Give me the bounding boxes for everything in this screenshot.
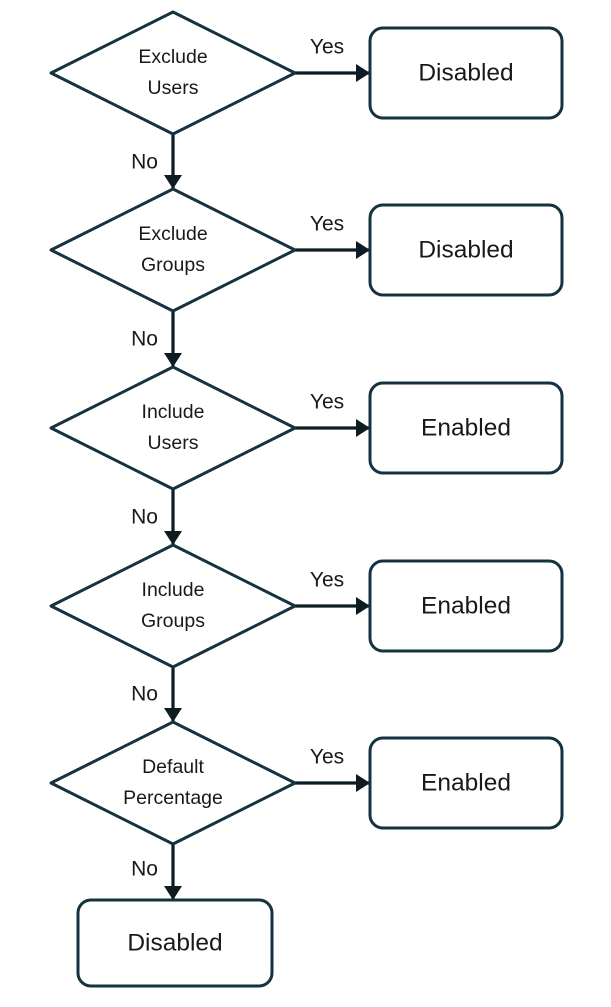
terminal-t4[interactable] [368, 559, 564, 653]
decision-label-exclude-groups-line1: Exclude [138, 223, 207, 245]
connectors-layer [164, 64, 370, 900]
shapes-layer: ExcludeUsersExcludeGroupsIncludeUsersInc… [49, 10, 564, 988]
arrowhead-exclude-users-yes [356, 64, 370, 82]
arrowhead-include-groups-no [164, 708, 182, 722]
terminal-label-t5: Enabled [421, 769, 511, 796]
decision-label-include-groups-line1: Include [142, 579, 205, 601]
arrowhead-default-percentage-no [164, 886, 182, 900]
edge-label-no-3: No [131, 506, 158, 529]
terminal-t1[interactable] [368, 26, 564, 120]
arrowhead-exclude-users-no [164, 175, 182, 189]
arrowhead-exclude-groups-yes [356, 241, 370, 259]
decision-exclude-groups[interactable] [49, 187, 297, 313]
terminal-t2[interactable] [368, 203, 564, 297]
terminal-t3[interactable] [368, 381, 564, 475]
decision-exclude-users[interactable] [49, 10, 297, 136]
edge-label-no-1: No [131, 151, 158, 174]
decision-label-exclude-users-line2: Users [148, 77, 199, 99]
decision-label-exclude-users-line1: Exclude [138, 46, 207, 68]
terminal-label-t2: Disabled [418, 236, 513, 263]
edge-label-no-5: No [131, 858, 158, 881]
edge-label-yes-3: Yes [310, 391, 344, 414]
arrowhead-exclude-groups-no [164, 353, 182, 367]
edge-label-yes-2: Yes [310, 213, 344, 236]
decision-include-users[interactable] [49, 365, 297, 491]
arrowhead-include-users-yes [356, 419, 370, 437]
terminal-label-t6: Disabled [127, 929, 222, 956]
terminal-label-t4: Enabled [421, 592, 511, 619]
arrowhead-default-percentage-yes [356, 774, 370, 792]
terminal-t5[interactable] [368, 736, 564, 830]
decision-label-include-users-line2: Users [148, 432, 199, 454]
edge-label-no-4: No [131, 683, 158, 706]
edge-label-yes-1: Yes [310, 36, 344, 59]
arrowhead-include-groups-yes [356, 597, 370, 615]
arrowhead-include-users-no [164, 531, 182, 545]
decision-label-exclude-groups-line2: Groups [141, 254, 205, 276]
decision-label-default-percentage-line1: Default [142, 756, 204, 778]
terminal-label-t3: Enabled [421, 414, 511, 441]
edge-label-yes-4: Yes [310, 569, 344, 592]
edge-label-no-2: No [131, 328, 158, 351]
decision-include-groups[interactable] [49, 543, 297, 669]
decision-label-include-users-line1: Include [142, 401, 205, 423]
decision-label-default-percentage-line2: Percentage [123, 787, 223, 809]
edge-label-yes-5: Yes [310, 746, 344, 769]
decision-label-include-groups-line2: Groups [141, 610, 205, 632]
decision-default-percentage[interactable] [49, 720, 297, 846]
terminal-t6[interactable] [76, 898, 274, 988]
terminal-label-t1: Disabled [418, 59, 513, 86]
